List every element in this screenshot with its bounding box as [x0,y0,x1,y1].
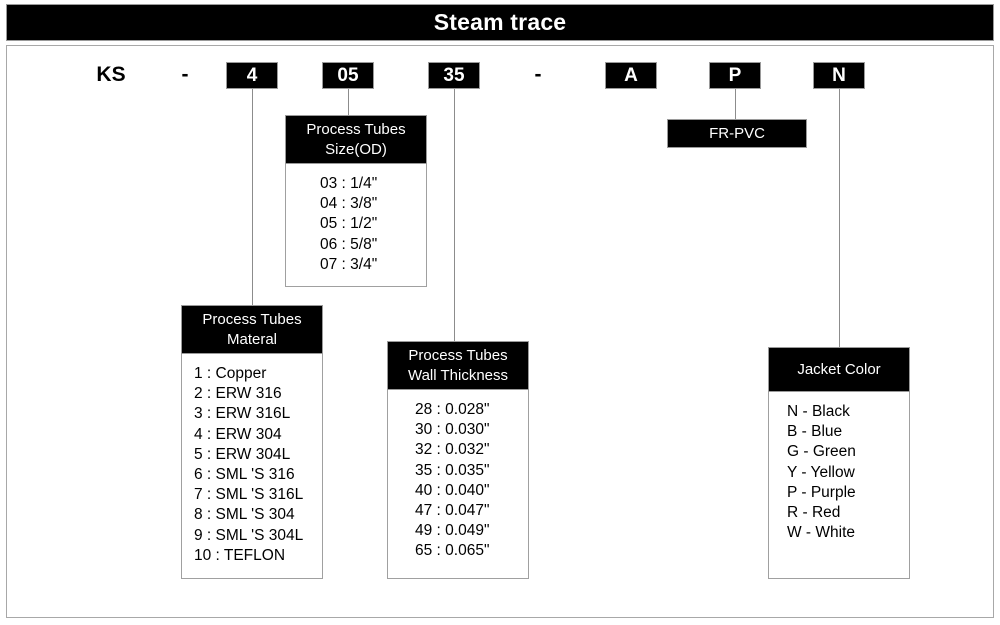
panel-wall-thickness-header-line2: Wall Thickness [407,366,509,384]
code-box-material[interactable]: 4 [226,62,278,89]
code-box-a[interactable]: A [605,62,657,89]
panel-jacket-color: Jacket Color N - Black B - Blue G - Gree… [768,347,910,579]
page-title: Steam trace [433,9,567,35]
list-item: 10 : TEFLON [194,546,286,564]
panel-wall-thickness-body: 28 : 0.028" 30 : 0.030" 32 : 0.032" 35 :… [388,390,528,562]
list-item: 2 : ERW 316 [194,385,282,403]
list-item: Y - Yellow [787,463,855,481]
code-box-wall-thickness[interactable]: 35 [428,62,480,89]
connector-jacket-color [839,89,840,347]
list-item: 04 : 3/8" [320,195,378,213]
panel-material-header: Process Tubes Materal [181,305,323,354]
panel-size-header-line1: Process Tubes [306,121,406,139]
list-item: 8 : SML 'S 304 [194,506,295,524]
code-box-jacket-color-value: N [832,65,846,86]
fr-pvc-box[interactable]: FR-PVC [667,119,807,148]
code-separator-1: - [181,63,189,86]
code-box-jacket-material[interactable]: P [709,62,761,89]
list-item: 49 : 0.049" [415,522,490,540]
list-item: 28 : 0.028" [415,401,490,418]
code-prefix-ks: KS [96,63,126,86]
list-item: B - Blue [787,423,843,441]
code-box-size-value: 05 [337,65,359,86]
list-item: P - Purple [787,483,856,501]
panel-jacket-color-body: N - Black B - Blue G - Green Y - Yellow … [769,392,909,543]
connector-material [252,89,253,305]
list-item: 35 : 0.035" [415,461,490,479]
code-box-jacket-material-value: P [728,65,742,86]
list-item: R - Red [787,504,841,522]
list-item: 4 : ERW 304 [194,425,282,443]
code-box-jacket-color[interactable]: N [813,62,865,89]
panel-size-body: 03 : 1/4" 04 : 3/8" 05 : 1/2" 06 : 5/8" … [286,164,426,275]
panel-material-body: 1 : Copper 2 : ERW 316 3 : ERW 316L 4 : … [182,354,322,566]
code-box-material-value: 4 [246,65,258,86]
code-box-a-value: A [624,65,638,86]
list-item: 3 : ERW 316L [194,405,291,423]
panel-size: Process Tubes Size(OD) 03 : 1/4" 04 : 3/… [285,115,427,287]
code-box-size[interactable]: 05 [322,62,374,89]
list-item: G - Green [787,443,856,461]
code-box-wall-thickness-value: 35 [443,65,465,86]
panel-jacket-color-header-line1: Jacket Color [797,360,881,378]
panel-material: Process Tubes Materal 1 : Copper 2 : ERW… [181,305,323,579]
panel-wall-thickness-header: Process Tubes Wall Thickness [387,341,529,390]
panel-size-header: Process Tubes Size(OD) [285,115,427,164]
list-item: 40 : 0.040" [415,481,490,499]
panel-material-header-line1: Process Tubes [202,311,302,329]
fr-pvc-label: FR-PVC [709,125,765,142]
list-item: 30 : 0.030" [415,421,490,439]
list-item: 32 : 0.032" [415,441,490,459]
list-item: 6 : SML 'S 316 [194,466,295,484]
code-separator-2: - [534,63,542,86]
list-item: 5 : ERW 304L [194,445,291,463]
list-item: W - White [787,524,856,542]
list-item: 06 : 5/8" [320,235,378,253]
list-item: 47 : 0.047" [415,502,490,520]
panel-jacket-color-header: Jacket Color [768,347,910,392]
connector-size [348,89,349,115]
list-item: 65 : 0.065" [415,542,490,560]
list-item: 05 : 1/2" [320,215,378,233]
list-item: 9 : SML 'S 304L [194,526,304,544]
panel-wall-thickness-header-line1: Process Tubes [408,347,508,365]
connector-jacket-material [735,89,736,119]
connector-wall-thickness [454,89,455,341]
panel-wall-thickness: Process Tubes Wall Thickness 28 : 0.028"… [387,341,529,579]
list-item: 03 : 1/4" [320,175,378,192]
list-item: 07 : 3/4" [320,255,378,273]
list-item: N - Black [787,403,850,420]
panel-size-header-line2: Size(OD) [325,140,387,158]
panel-material-header-line2: Materal [226,330,278,348]
list-item: 7 : SML 'S 316L [194,486,304,504]
list-item: 1 : Copper [194,365,267,382]
diagram-title-bar: Steam trace [6,4,994,41]
